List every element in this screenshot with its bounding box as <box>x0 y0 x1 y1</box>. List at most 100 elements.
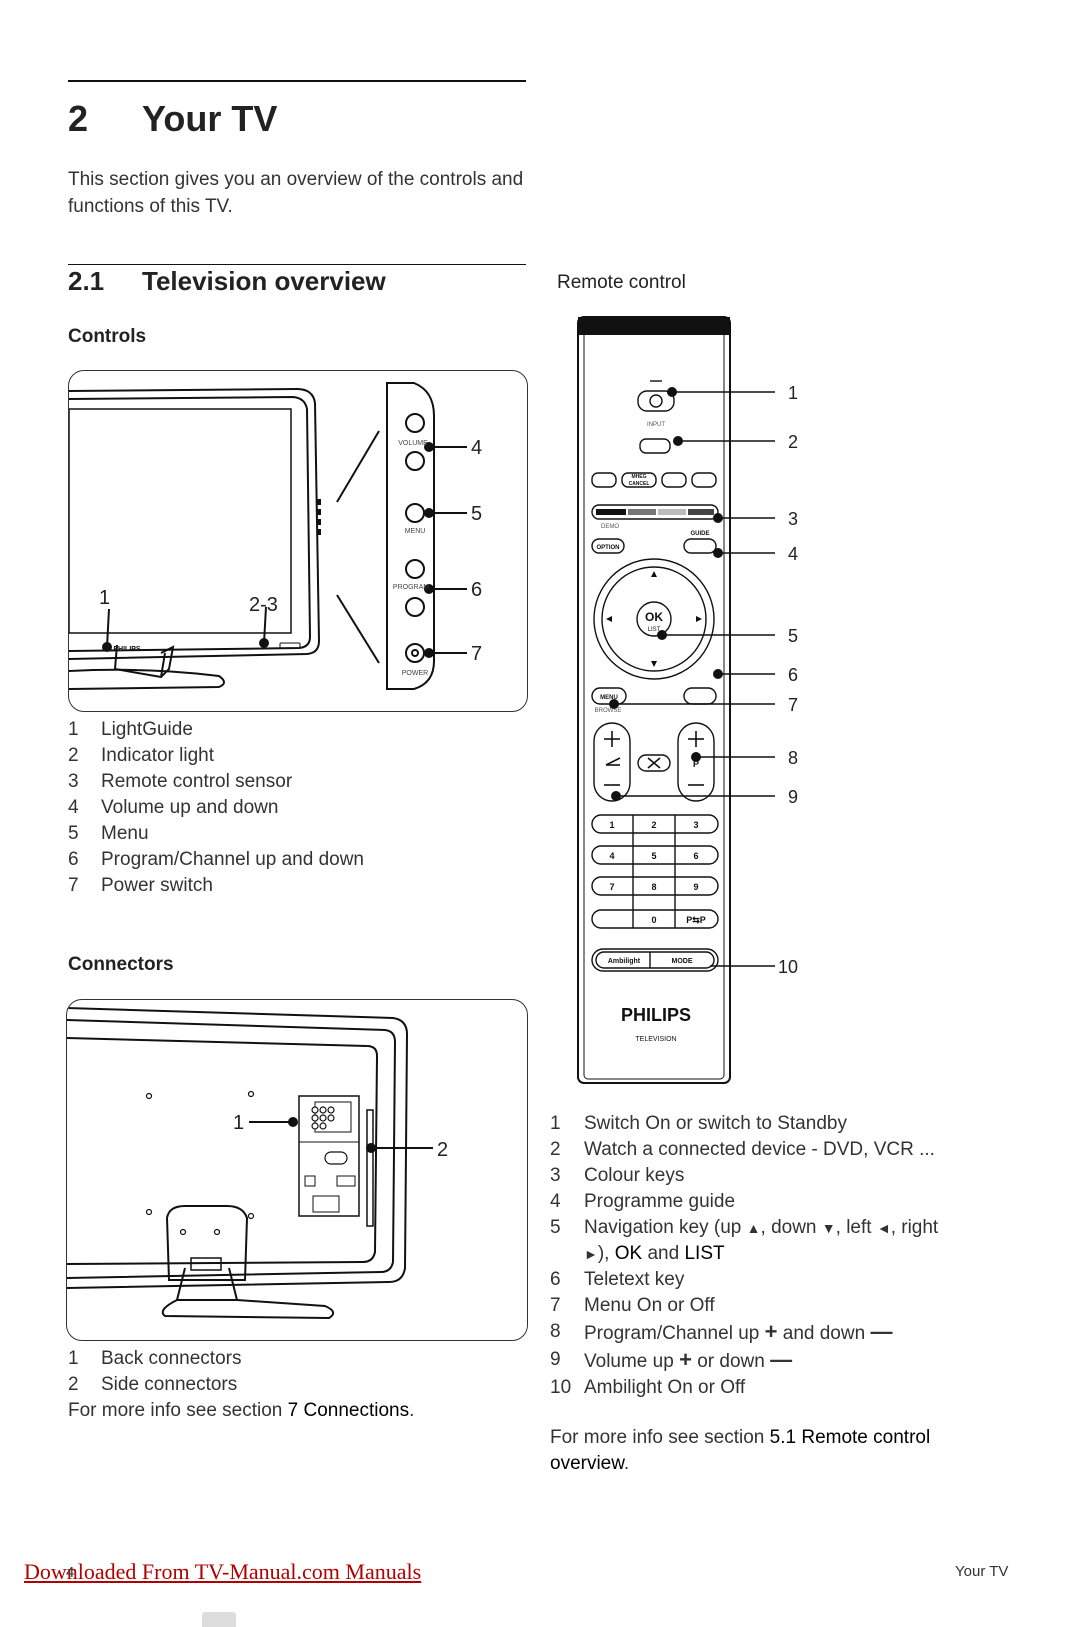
remote-callout-1: 1 <box>788 383 798 403</box>
remote-callout-4: 4 <box>788 544 798 564</box>
plus-icon: + <box>679 1347 692 1372</box>
remote-digit-1: 1 <box>609 820 614 830</box>
remote-callout-5: 5 <box>788 626 798 646</box>
remote-digit-2: 2 <box>651 820 656 830</box>
remote-mode-button: MODE <box>672 958 693 965</box>
remote-cancel-label: CANCEL <box>629 481 650 487</box>
remote-browse-label: BROWSE <box>595 708 622 714</box>
program-label: PROGRAM <box>393 584 429 591</box>
remote-digit-8: 8 <box>651 882 656 892</box>
remote-callout-8: 8 <box>788 748 798 768</box>
remote-digit-0: 0 <box>651 915 656 925</box>
controls-heading: Controls <box>68 326 147 347</box>
callout-6: 6 <box>471 579 482 601</box>
remote-more-info: For more info see section 5.1 Remote con… <box>550 1427 931 1474</box>
remote-callout-2: 2 <box>788 432 798 452</box>
callout-5: 5 <box>471 503 482 525</box>
scroll-tab <box>202 1612 236 1627</box>
right-arrow-icon: ► <box>584 1246 598 1262</box>
tv-front-diagram: VOLUME MENU PROGRAM POWER PHILIPS 1 2-3 … <box>69 382 482 690</box>
down-arrow-icon: ▼ <box>821 1220 836 1236</box>
tv-brand: PHILIPS <box>113 646 141 653</box>
remote-digit-4: 4 <box>609 851 614 861</box>
callout-side-connectors: 2 <box>437 1139 448 1161</box>
remote-diagram: INPUT MHEG CANCEL DEMO OPTION GUIDE OK L… <box>577 316 798 1084</box>
remote-callout-7: 7 <box>788 695 798 715</box>
remote-callout-10: 10 <box>778 957 798 977</box>
minus-icon: — <box>770 1347 793 1372</box>
remote-brand-logo: PHILIPS <box>621 1005 691 1025</box>
download-source-link[interactable]: Downloaded From TV-Manual.com Manuals <box>24 1559 422 1584</box>
remote-ok-button: OK <box>645 610 663 624</box>
remote-menu-button: MENU <box>600 695 618 701</box>
remote-overview-link[interactable]: 5.1 Remote control overview <box>550 1427 931 1474</box>
remote-digit-3: 3 <box>693 820 698 830</box>
remote-p-label: P <box>693 759 699 769</box>
plus-icon: + <box>764 1319 778 1344</box>
callout-back-connectors: 1 <box>233 1112 244 1134</box>
remote-mheg-label: MHEG <box>632 474 647 480</box>
remote-brand-sub: TELEVISION <box>635 1036 676 1043</box>
remote-list-label: LIST <box>648 627 661 633</box>
remote-input-label: INPUT <box>647 422 665 428</box>
chapter-rule <box>68 80 526 82</box>
volume-label: VOLUME <box>398 440 428 447</box>
remote-figure: INPUT MHEG CANCEL DEMO OPTION GUIDE OK L… <box>570 315 810 1090</box>
callout-2-3: 2-3 <box>249 594 278 616</box>
remote-callout-3: 3 <box>788 509 798 529</box>
up-arrow-icon: ▲ <box>746 1220 761 1236</box>
remote-ambilight-button: Ambilight <box>608 958 641 965</box>
controls-figure: VOLUME MENU PROGRAM POWER PHILIPS 1 2-3 … <box>68 370 528 712</box>
remote-heading: Remote control <box>557 272 686 293</box>
connectors-more-info: For more info see section 7 Connections. <box>68 1400 415 1421</box>
remote-digit-7: 7 <box>609 882 614 892</box>
left-arrow-icon: ◄ <box>876 1220 891 1236</box>
callout-4: 4 <box>471 437 482 459</box>
connections-link[interactable]: 7 Connections <box>287 1400 410 1421</box>
remote-demo-label: DEMO <box>601 524 619 530</box>
callout-7: 7 <box>471 643 482 665</box>
page-number: 4 <box>66 1564 75 1581</box>
remote-pp-button: P⇆P <box>686 915 706 925</box>
intro-text: This section gives you an overview of th… <box>68 169 524 217</box>
connectors-figure: 1 2 <box>66 999 528 1341</box>
menu-label: MENU <box>405 528 426 535</box>
tv-back-diagram: 1 2 <box>67 1007 448 1320</box>
minus-icon: — <box>870 1319 893 1344</box>
connectors-heading: Connectors <box>68 954 174 975</box>
power-label: POWER <box>402 670 428 677</box>
remote-callout-9: 9 <box>788 787 798 807</box>
remote-option-button: OPTION <box>596 545 619 551</box>
callout-1: 1 <box>99 587 110 609</box>
remote-digit-5: 5 <box>651 851 656 861</box>
remote-digit-6: 6 <box>693 851 698 861</box>
remote-callout-6: 6 <box>788 665 798 685</box>
running-footer: Your TV <box>955 1563 1009 1580</box>
section-rule <box>68 264 526 265</box>
remote-guide-label: GUIDE <box>690 531 709 537</box>
remote-digit-9: 9 <box>693 882 698 892</box>
